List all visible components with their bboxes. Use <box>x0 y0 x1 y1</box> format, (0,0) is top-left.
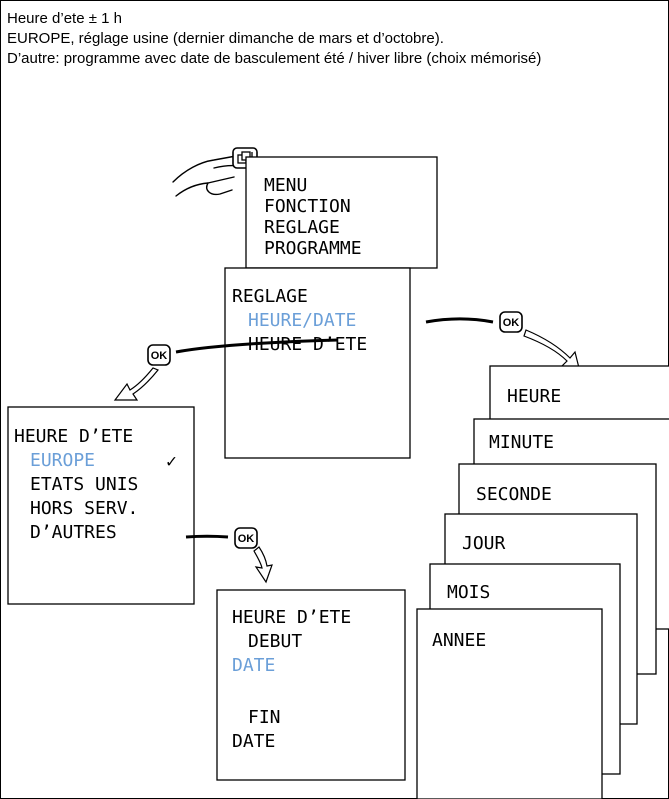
checkmark-icon: ✓ <box>166 451 177 472</box>
ok-button-label: OK <box>503 317 520 329</box>
date-card-annee: ANNEE <box>417 609 602 799</box>
autres-line: DEBUT <box>248 631 302 652</box>
date-card-label: JOUR <box>462 533 506 554</box>
autres-line-selected: DATE <box>232 655 275 676</box>
reglage-line: REGLAGE <box>232 286 308 307</box>
heure-ete-line-selected: EUROPE <box>30 450 95 471</box>
date-card-label: ANNEE <box>432 630 486 651</box>
reglage-line: HEURE D’ETE <box>248 334 367 355</box>
autres-line: HEURE D’ETE <box>232 607 351 628</box>
heure-ete-line: HEURE D’ETE <box>14 426 133 447</box>
menu-line: PROGRAMME <box>264 238 362 259</box>
date-card-label: MINUTE <box>489 432 554 453</box>
date-card-label: SECONDE <box>476 484 552 505</box>
ok-button-label: OK <box>238 533 255 545</box>
connector-to-autres: OK <box>186 528 272 582</box>
date-card-label: HEURE <box>507 386 561 407</box>
date-stack: HEURE MINUTE SECONDE JOUR MOIS ANNEE <box>417 366 669 799</box>
heure-ete-line: HORS SERV. <box>30 498 138 519</box>
menu-line: REGLAGE <box>264 217 340 238</box>
connector-to-date: OK <box>426 312 580 372</box>
autres-line: DATE <box>232 731 275 752</box>
hand-press-icon <box>173 156 240 196</box>
reglage-line-selected: HEURE/DATE <box>248 310 356 331</box>
ok-button-label: OK <box>151 350 168 362</box>
heure-ete-line: ETATS UNIS <box>30 474 138 495</box>
heure-ete-line: D’AUTRES <box>30 522 117 543</box>
reglage-screen: REGLAGE HEURE/DATE HEURE D’ETE <box>225 268 410 458</box>
menu-line: MENU <box>264 175 307 196</box>
menu-screen: MENU FONCTION REGLAGE PROGRAMME <box>246 157 437 268</box>
heure-ete-screen: HEURE D’ETE EUROPE ✓ ETATS UNIS HORS SER… <box>8 407 194 604</box>
autres-line: FIN <box>248 707 281 728</box>
date-card-label: MOIS <box>447 582 490 603</box>
autres-screen: HEURE D’ETE DEBUT DATE FIN DATE <box>217 590 405 780</box>
menu-line: FONCTION <box>264 196 351 217</box>
